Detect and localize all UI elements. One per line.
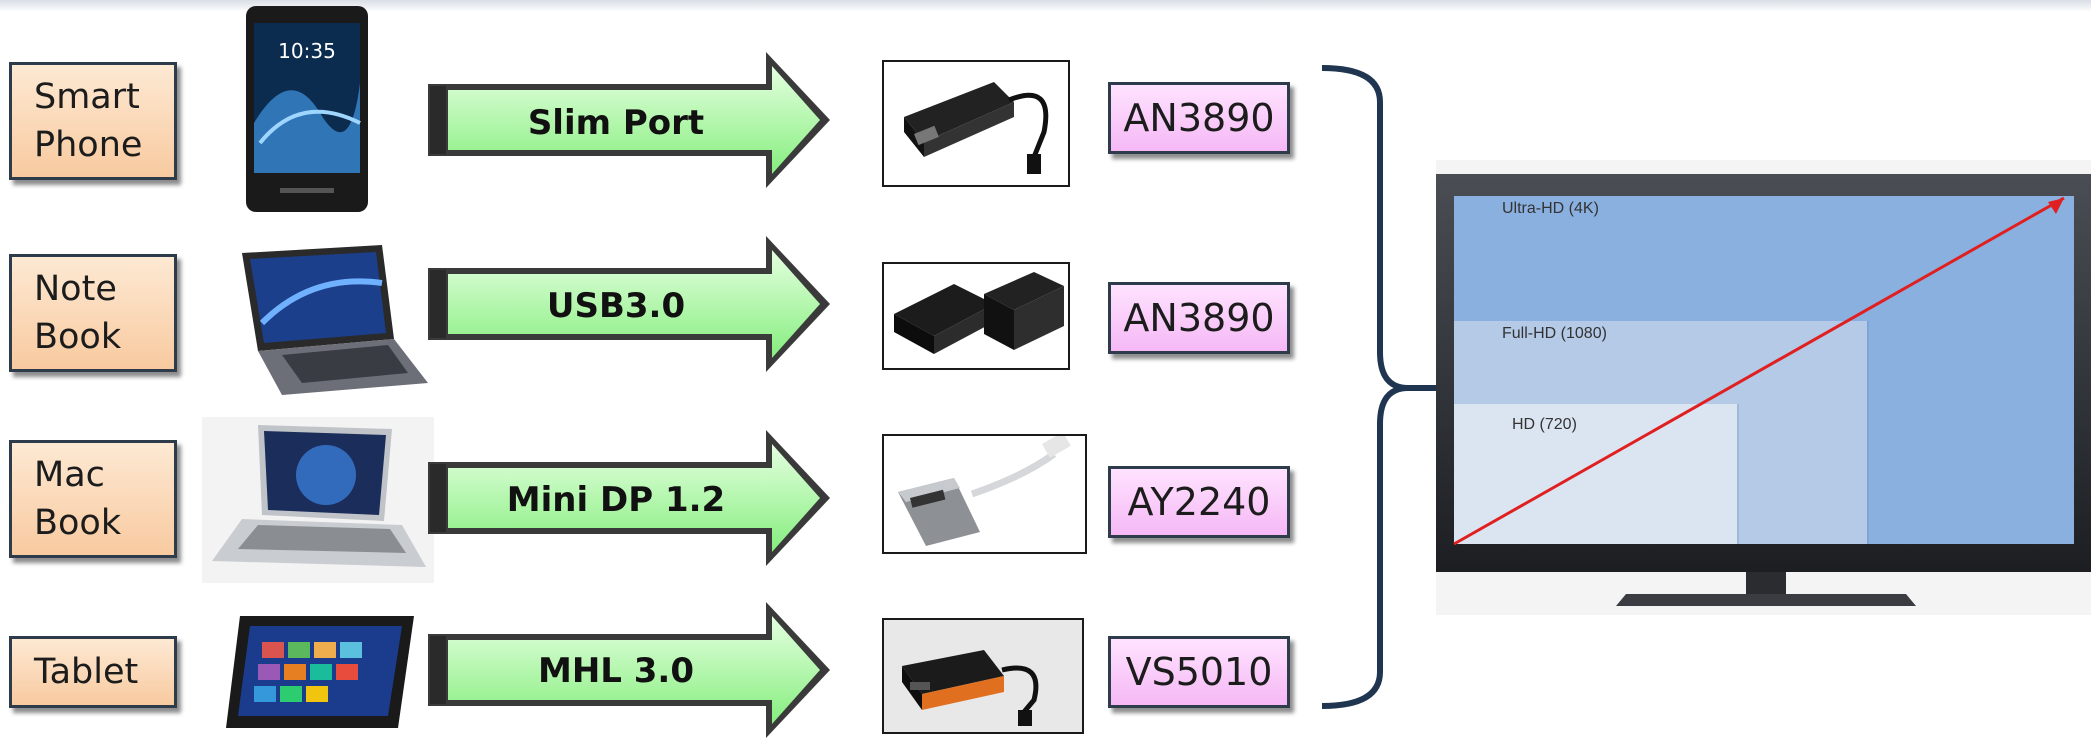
arrow-usb3 [428, 236, 830, 372]
device-box-smart-phone: Smart Phone [9, 62, 177, 180]
arrow-mini-dp [428, 430, 830, 566]
device-box-note-book: Note Book [9, 254, 177, 372]
label-uhd: Ultra-HD (4K) [1502, 200, 1599, 217]
device-box-tablet: Tablet [9, 636, 177, 708]
interface-label: USB3.0 [546, 286, 686, 326]
smartphone-icon: 10:35 [246, 6, 368, 212]
interface-label: Mini DP 1.2 [506, 480, 726, 520]
mhl-adapter-icon [882, 618, 1084, 734]
top-gradient-bar [0, 0, 2091, 12]
chip-box: AY2240 [1108, 466, 1290, 538]
interface-label: Slim Port [527, 103, 705, 143]
arrow-mhl [428, 602, 830, 738]
svg-text:10:35: 10:35 [278, 39, 336, 63]
interface-label: MHL 3.0 [537, 651, 695, 691]
diagonal-line [1453, 196, 2065, 546]
device-label: Mac Book [34, 455, 122, 543]
tablet-icon [226, 616, 414, 728]
usb3-adapter-icon [882, 262, 1070, 370]
minidp-adapter-icon [882, 434, 1087, 554]
tv-icon: Ultra-HD (4K) Full-HD (1080) HD (720) [1436, 160, 2091, 615]
hd-area [1454, 404, 1738, 544]
slimport-adapter-icon [882, 60, 1070, 187]
label-fhd: Full-HD (1080) [1502, 325, 1607, 342]
device-label: Note Book [34, 269, 122, 357]
laptop-icon [242, 245, 428, 395]
arrow-slim-port [428, 52, 830, 188]
device-label: Tablet [34, 652, 139, 692]
macbook-icon [202, 417, 434, 583]
chip-box: AN3890 [1108, 82, 1290, 154]
label-hd: HD (720) [1512, 416, 1577, 433]
chip-box: VS5010 [1108, 636, 1290, 708]
device-label: Smart Phone [34, 77, 143, 165]
grouping-brace [1321, 65, 1444, 709]
chip-box: AN3890 [1108, 282, 1290, 354]
device-box-mac-book: Mac Book [9, 440, 177, 558]
